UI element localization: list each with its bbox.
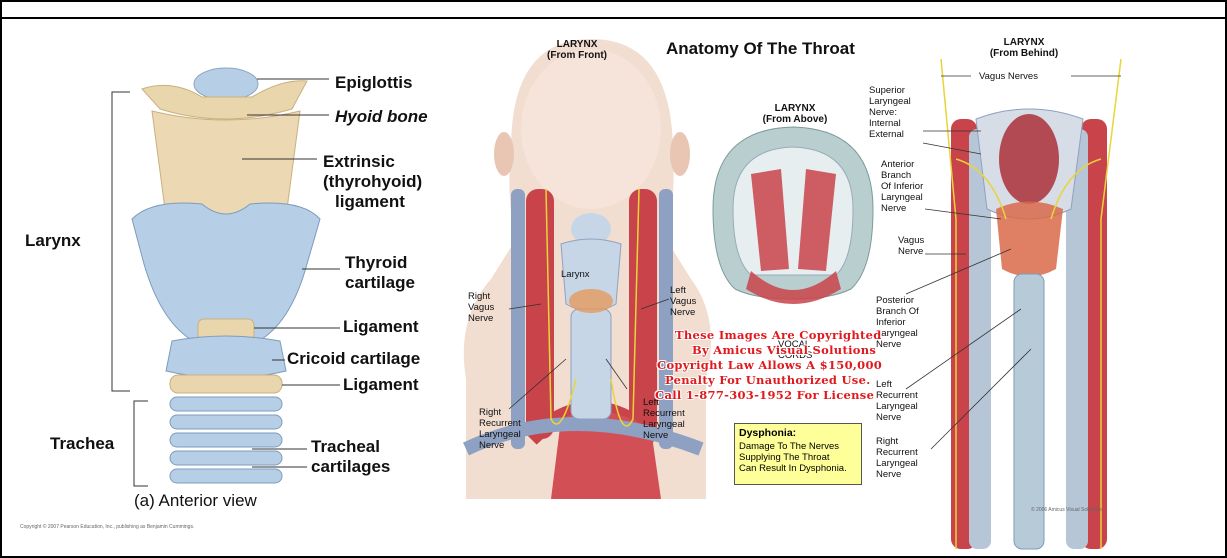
dysphonia-callout: Dysphonia: Damage To The Nerves Supplyin… bbox=[734, 423, 862, 485]
dysphonia-line-1: Damage To The Nerves bbox=[739, 441, 857, 452]
behind-label-anterior-1: Anterior bbox=[881, 159, 914, 170]
watermark-line-2: By Amicus Visual Solutions bbox=[692, 343, 876, 357]
behind-label-posterior-3: Inferior bbox=[876, 317, 906, 328]
behind-label-posterior-2: Branch Of bbox=[876, 306, 919, 317]
behind-label-right-recurrent-1: Right bbox=[876, 436, 898, 447]
trachea-bracket bbox=[134, 401, 148, 486]
front-label-right-recurrent-1: Right bbox=[479, 407, 501, 418]
dysphonia-line-2: Supplying The Throat bbox=[739, 452, 857, 463]
label-ligament-2: Ligament bbox=[343, 375, 419, 395]
front-label-left-vagus-3: Nerve bbox=[670, 307, 695, 318]
label-larynx: Larynx bbox=[25, 231, 81, 251]
tracheal-rings bbox=[170, 397, 282, 483]
front-label-right-recurrent-2: Recurrent bbox=[479, 418, 521, 429]
throat-anatomy-diagram: LARYNX (From Front) Anatomy Of The Throa… bbox=[451, 19, 1223, 556]
watermark-line-5: Call 1-877-303-1952 For License bbox=[655, 388, 874, 402]
front-heading-1: LARYNX bbox=[537, 39, 617, 50]
front-label-left-recurrent-2: Recurrent bbox=[643, 408, 685, 419]
behind-label-right-recurrent-2: Recurrent bbox=[876, 447, 918, 458]
front-label-left-recurrent-4: Nerve bbox=[643, 430, 668, 441]
larynx-bracket bbox=[112, 92, 130, 391]
front-label-left-vagus-1: Left bbox=[670, 285, 686, 296]
behind-label-superior-1: Superior bbox=[869, 85, 905, 96]
front-label-right-vagus-2: Vagus bbox=[468, 302, 494, 313]
dysphonia-line-3: Can Result In Dysphonia. bbox=[739, 463, 857, 474]
behind-label-anterior-2: Branch bbox=[881, 170, 911, 181]
front-label-left-recurrent-3: Laryngeal bbox=[643, 419, 685, 430]
credit-amicus: © 2006 Amicus Visual Solutions bbox=[1031, 507, 1102, 513]
behind-label-anterior-4: Laryngeal bbox=[881, 192, 923, 203]
label-ligament-extrinsic: ligament bbox=[335, 192, 405, 212]
front-label-right-recurrent-3: Laryngeal bbox=[479, 429, 521, 440]
caption-anterior-view: (a) Anterior view bbox=[134, 491, 257, 511]
dysphonia-heading: Dysphonia: bbox=[739, 427, 857, 439]
behind-label-right-recurrent-3: Laryngeal bbox=[876, 458, 918, 469]
cricotracheal-ligament-shape bbox=[170, 375, 282, 393]
behind-label-superior-2: Laryngeal bbox=[869, 96, 911, 107]
watermark-line-1: These Images Are Copyrighted bbox=[675, 328, 882, 342]
front-label-left-vagus-2: Vagus bbox=[670, 296, 696, 307]
front-label-right-vagus-1: Right bbox=[468, 291, 490, 302]
behind-label-superior-5: External bbox=[869, 129, 904, 140]
front-label-right-vagus-3: Nerve bbox=[468, 313, 493, 324]
behind-label-vagus-2: Nerve bbox=[898, 246, 923, 257]
front-label-right-recurrent-4: Nerve bbox=[479, 440, 504, 451]
label-thyroid-cartilage: cartilage bbox=[345, 273, 415, 293]
page-title: Anatomy Of The Throat bbox=[666, 39, 855, 59]
behind-label-vagus-nerves: Vagus Nerves bbox=[977, 71, 1040, 82]
label-thyroid: Thyroid bbox=[345, 253, 407, 273]
label-thyrohyoid: (thyrohyoid) bbox=[323, 172, 422, 192]
behind-label-superior-4: Internal bbox=[869, 118, 901, 129]
front-heading-2: (From Front) bbox=[537, 50, 617, 61]
behind-label-anterior-3: Of Inferior bbox=[881, 181, 923, 192]
watermark-line-4: Penalty For Unauthorized Use. bbox=[665, 373, 871, 387]
behind-label-posterior-4: Laryngeal bbox=[876, 328, 918, 339]
label-extrinsic: Extrinsic bbox=[323, 152, 395, 172]
behind-label-vagus-1: Vagus bbox=[898, 235, 924, 246]
behind-label-left-recurrent-3: Laryngeal bbox=[876, 401, 918, 412]
behind-label-left-recurrent-1: Left bbox=[876, 379, 892, 390]
watermark-line-3: Copyright Law Allows A $150,000 bbox=[657, 358, 882, 372]
label-tracheal: Tracheal bbox=[311, 437, 380, 457]
top-band bbox=[2, 2, 1225, 19]
label-cricoid-cartilage: Cricoid cartilage bbox=[287, 349, 420, 369]
behind-heading-1: LARYNX bbox=[979, 37, 1069, 48]
label-tracheal-cartilages: cartilages bbox=[311, 457, 390, 477]
front-label-larynx: Larynx bbox=[561, 269, 590, 280]
behind-label-posterior-1: Posterior bbox=[876, 295, 914, 306]
behind-label-anterior-5: Nerve bbox=[881, 203, 906, 214]
above-heading-1: LARYNX bbox=[755, 103, 835, 114]
behind-heading-2: (From Behind) bbox=[979, 48, 1069, 59]
behind-label-left-recurrent-2: Recurrent bbox=[876, 390, 918, 401]
behind-label-left-recurrent-4: Nerve bbox=[876, 412, 901, 423]
epiglottis-shape bbox=[194, 68, 258, 100]
behind-label-superior-3: Nerve: bbox=[869, 107, 897, 118]
label-trachea: Trachea bbox=[50, 434, 114, 454]
anterior-larynx-diagram: Epiglottis Hyoid bone Extrinsic (thyrohy… bbox=[2, 19, 451, 556]
label-ligament-1: Ligament bbox=[343, 317, 419, 337]
label-epiglottis: Epiglottis bbox=[335, 73, 412, 93]
behind-label-right-recurrent-4: Nerve bbox=[876, 469, 901, 480]
above-heading-2: (From Above) bbox=[755, 114, 835, 125]
thyrohyoid-ligament-shape bbox=[152, 111, 300, 214]
above-view-larynx bbox=[713, 127, 873, 304]
copyright-pearson: Copyright © 2007 Pearson Education, Inc.… bbox=[20, 524, 194, 530]
cricoid-cartilage-shape bbox=[166, 336, 286, 378]
label-hyoid-bone: Hyoid bone bbox=[335, 107, 428, 127]
